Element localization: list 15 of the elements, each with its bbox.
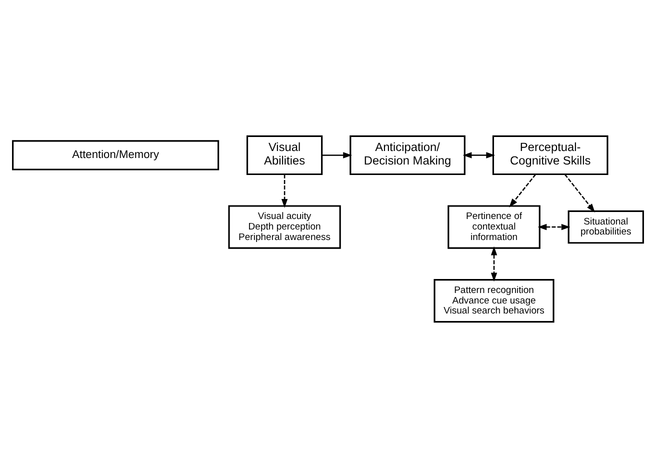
- arrow: [462, 152, 496, 158]
- node-box: Visual acuity Depth perception Peripheral awareness: [228, 204, 341, 248]
- arrow: [281, 174, 288, 208]
- node-box: Attention/Memory: [12, 140, 220, 170]
- node-box: Visual Abilities: [246, 134, 323, 175]
- node-box: Pertinence of contextual information: [448, 204, 540, 248]
- node-box: Perceptual- Cognitive Skills: [492, 134, 608, 175]
- node-box: Pattern recognition Advance cue usage Visual search behaviors: [434, 278, 554, 322]
- arrow: [509, 174, 536, 207]
- node-box: Anticipation/ Decision Making: [350, 134, 466, 175]
- node-box: Situational probabilities: [568, 210, 644, 244]
- arrow: [322, 152, 352, 158]
- arrow: [538, 223, 570, 230]
- arrow: [564, 174, 596, 212]
- arrow: [490, 246, 498, 282]
